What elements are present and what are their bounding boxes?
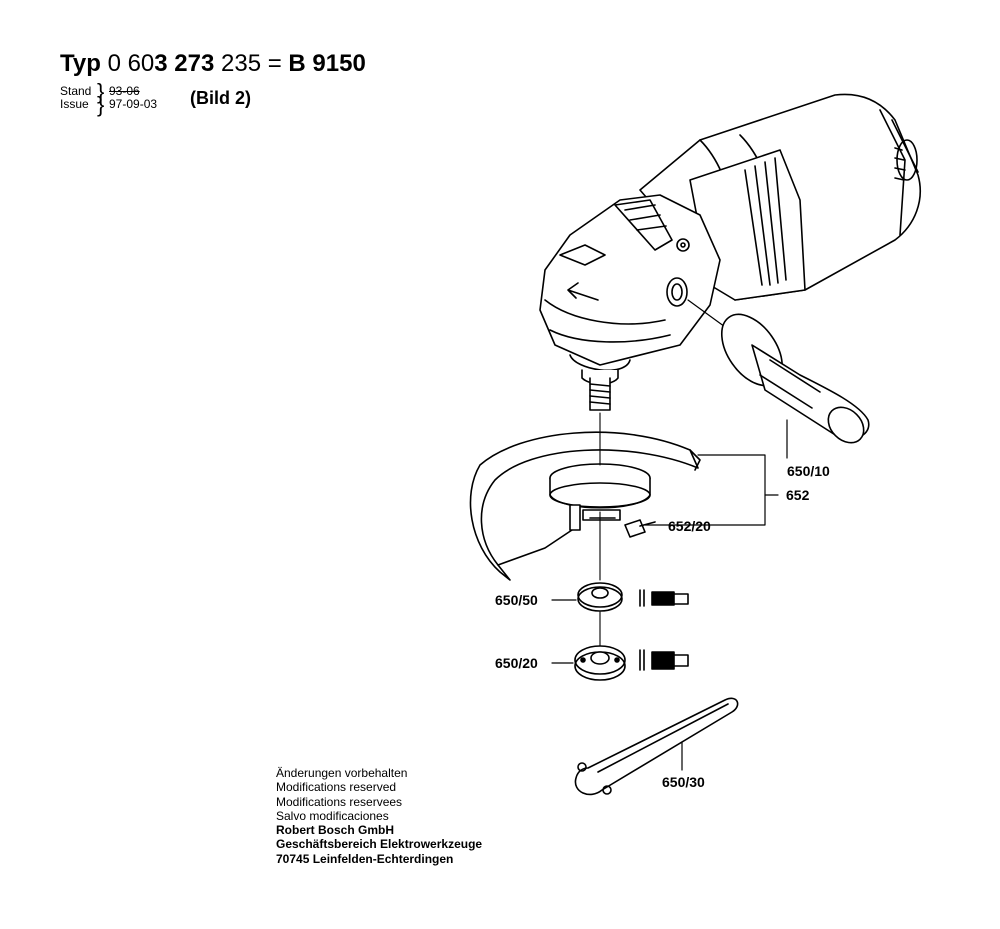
company-name: Robert Bosch GmbH: [276, 823, 395, 838]
model-number: B 9150: [288, 50, 366, 77]
note-line: Modifications reservees: [276, 794, 403, 809]
wheel-guard: [469, 431, 701, 581]
issue-value: 97-09-03: [109, 97, 158, 111]
auxiliary-handle: [687, 299, 870, 444]
flange-part: [577, 582, 689, 612]
brace-icon: }: [97, 78, 105, 104]
note-line: Salvo modificaciones: [276, 808, 389, 823]
label-handle: 650/10: [787, 463, 830, 479]
number-part3: 235 =: [214, 50, 289, 77]
note-line: Änderungen vorbehalten: [276, 766, 408, 780]
label-wrench: 650/30: [662, 774, 705, 790]
clamp-screw: [624, 519, 656, 538]
leader-lines: [551, 419, 788, 771]
spanner-wrench: [574, 697, 739, 796]
figure-label: (Bild 2): [190, 88, 251, 108]
company-address: 70745 Leinfelden-Echterdingen: [276, 851, 454, 866]
stand-issue-block: Stand } 93-06 Issue } 97-09-03: [60, 78, 158, 117]
doc-header: Typ 0 603 273 235 = B 9150: [60, 50, 366, 78]
number-part1: 0 60: [107, 50, 155, 77]
clamping-nut-part: [574, 645, 689, 681]
legal-notes: Änderungen vorbehalten Modifications res…: [276, 766, 482, 866]
note-line: Modifications reserved: [276, 780, 397, 795]
angle-grinder: [539, 93, 922, 411]
label-flange: 650/50: [495, 592, 538, 608]
label-screw: 652/20: [668, 518, 711, 534]
typ-label: Typ: [60, 50, 101, 77]
issue-label: Issue: [60, 97, 89, 111]
brace-icon: }: [97, 91, 105, 117]
stand-value: 93-06: [109, 84, 140, 98]
stand-label: Stand: [60, 84, 92, 98]
label-guard: 652: [786, 487, 810, 503]
label-nut: 650/20: [495, 655, 538, 671]
company-division: Geschäftsbereich Elektrowerkzeuge: [276, 837, 483, 852]
number-part2: 3 273: [154, 50, 215, 77]
